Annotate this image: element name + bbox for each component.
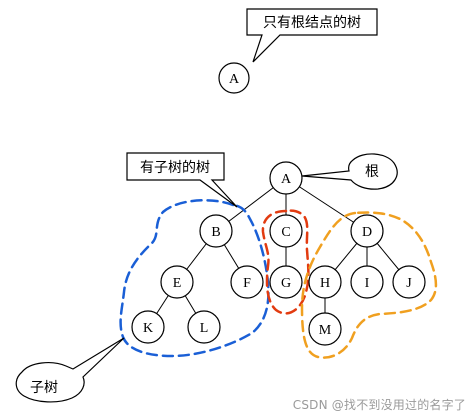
root-callout: 根 [301, 153, 398, 190]
csdn-watermark: CSDN @找不到没用过的名字了 [292, 398, 466, 412]
single-root-callout: 只有根结点的树 [246, 8, 378, 63]
tree-node-h-label: H [320, 276, 330, 291]
tree-node-f-label: F [243, 276, 251, 291]
tree-node-i-label: I [365, 276, 370, 291]
tree-node-e: E [160, 265, 194, 299]
child-tree-callout-label: 子树 [30, 380, 58, 396]
tree-node-i: I [350, 265, 384, 299]
tree-node-b-label: B [211, 225, 220, 240]
subtree-callout: 有子树的树 [126, 152, 238, 208]
tree-node-l: L [187, 310, 221, 344]
tree-node-a: A [269, 161, 303, 195]
tree-node-a-label: A [281, 172, 292, 187]
single-root-caption: 只有根结点的树 [263, 15, 361, 31]
tree-node-d: D [350, 214, 384, 248]
tree-node-d-label: D [362, 225, 372, 240]
tree-node-k-label: K [143, 321, 153, 336]
tree-node-e-label: E [173, 276, 182, 291]
single-root-node-label: A [229, 72, 240, 87]
tree-node-j: J [392, 265, 426, 299]
root-callout-label: 根 [365, 164, 379, 180]
tree-node-f: F [230, 265, 264, 299]
tree-node-k: K [131, 310, 165, 344]
tree-node-m: M [308, 312, 342, 346]
tree-node-g-label: G [281, 276, 291, 291]
tree-node-l-label: L [200, 321, 209, 336]
subtree-c-outline [261, 209, 310, 315]
tree-node-g: G [269, 265, 303, 299]
subtree-callout-label: 有子树的树 [140, 160, 210, 176]
single-root-node: A [218, 62, 250, 94]
subtree-b-outline [119, 199, 270, 358]
tree-edges [147, 177, 410, 329]
tree-node-h: H [308, 265, 342, 299]
tree-node-b: B [199, 214, 233, 248]
tree-node-c-label: C [281, 225, 290, 240]
subtree-d-outline [300, 211, 438, 359]
tree-node-c: C [269, 214, 303, 248]
tree-node-m-label: M [319, 323, 332, 338]
tree-node-j-label: J [406, 276, 412, 291]
child-tree-callout: 子树 [15, 337, 125, 403]
